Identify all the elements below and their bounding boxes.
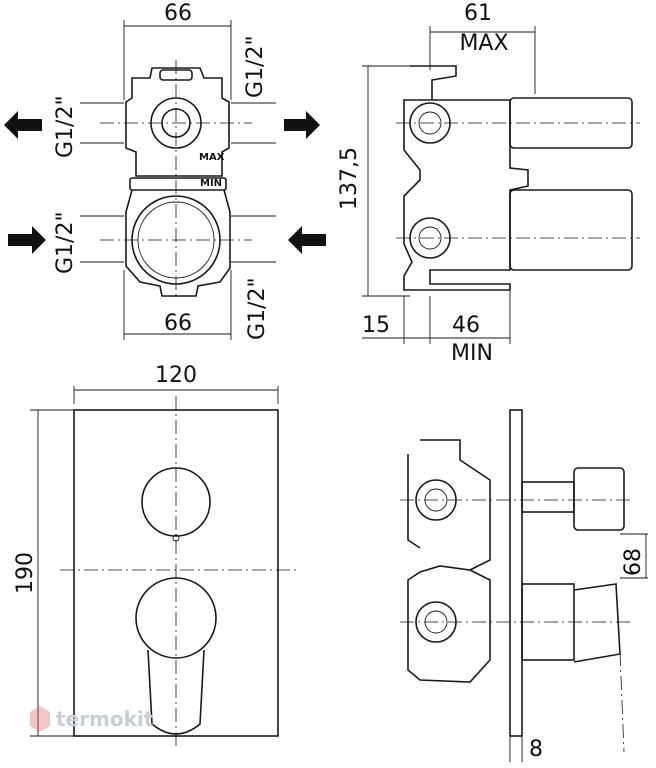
label-min: MIN <box>200 178 222 189</box>
arrow-right-icon <box>8 226 46 254</box>
dim-width-120: 120 <box>155 363 197 388</box>
arrow-left-icon <box>4 111 42 139</box>
dim-spacing-68: 68 <box>621 548 646 576</box>
dim-bottom-46: 46 <box>452 313 480 338</box>
arrow-left-icon <box>288 226 326 254</box>
thread-left-upper-label: G1/2" <box>53 95 78 158</box>
dim-bottom-15: 15 <box>362 313 390 338</box>
label-max: MAX <box>199 152 225 163</box>
thread-top-right-label: G1/2" <box>243 35 268 98</box>
installed-side-view: 68 8 <box>400 409 648 762</box>
dim-bottom-66: 66 <box>164 311 192 336</box>
termokit-watermark: termokit <box>30 706 154 732</box>
front-view-body: 66 G1/2" G1/2" G1/2" G1/2" 66 <box>4 1 326 340</box>
arrow-right-icon <box>284 111 320 139</box>
dim-top-66: 66 <box>164 1 192 26</box>
dim-height-137-5: 137,5 <box>337 147 362 210</box>
dim-top-61: 61 <box>464 1 492 26</box>
dim-thickness-8: 8 <box>529 737 543 762</box>
dim-height-190: 190 <box>13 552 38 594</box>
dim-bottom-min-caption: MIN <box>451 341 493 366</box>
termokit-logo-icon <box>30 706 50 732</box>
thread-left-lower-label: G1/2" <box>53 211 78 274</box>
front-plate-view: 120 190 <box>13 363 296 750</box>
watermark-text: termokit <box>56 707 154 731</box>
side-view-body: 61 MAX 137,5 15 46 MIN <box>337 1 640 366</box>
dim-top-max-caption: MAX <box>459 31 508 56</box>
thread-bottom-right-label: G1/2" <box>245 277 270 340</box>
